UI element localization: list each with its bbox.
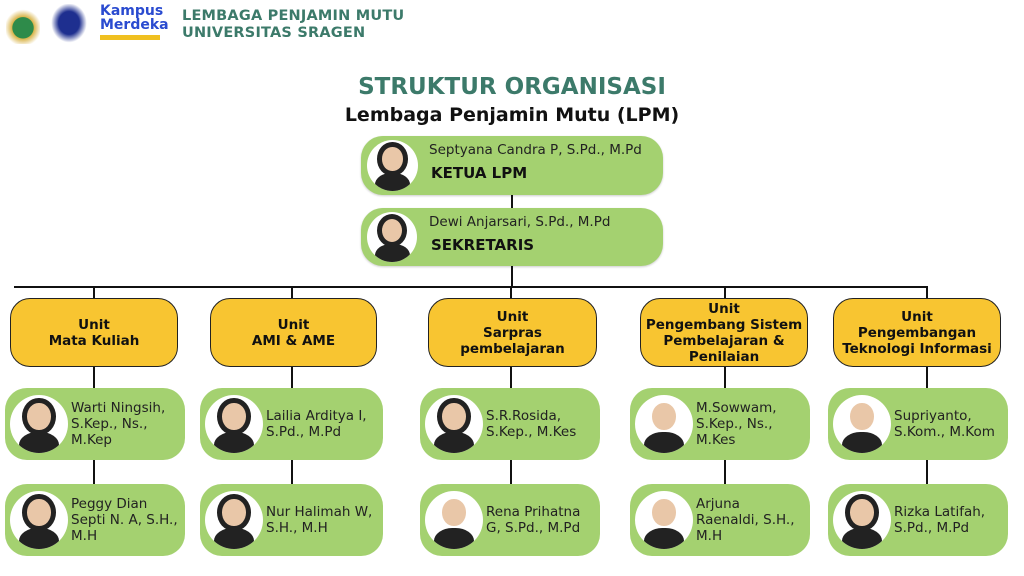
university-logo (6, 8, 40, 44)
connector (511, 195, 513, 209)
member-box: Warti Ningsih, S.Kep., Ns., M.Kep (5, 388, 185, 460)
avatar (833, 491, 891, 549)
leader-role: SEKRETARIS (431, 236, 535, 254)
connector (14, 286, 928, 288)
member-name: Warti Ningsih, S.Kep., Ns., M.Kep (71, 400, 166, 448)
avatar (367, 212, 417, 262)
unit-label: Unit (708, 300, 740, 317)
member-name: M.Sowwam, S.Kep., Ns., M.Kes (696, 400, 777, 448)
unit-name: Pengembangan Teknologi Informasi (842, 324, 992, 357)
unit-label: Unit (277, 316, 310, 333)
member-box: Peggy Dian Septi N. A, S.H., M.H (5, 484, 185, 556)
connector (291, 287, 293, 298)
avatar (425, 491, 483, 549)
member-box: Nur Halimah W, S.H., M.H (200, 484, 383, 556)
member-box: Supriyanto, S.Kom., M.Kom (828, 388, 1008, 460)
avatar (833, 395, 891, 453)
member-name: Rizka Latifah, S.Pd., M.Pd (894, 504, 986, 536)
unit-label: Unit (901, 308, 933, 325)
member-box: Rena Prihatna G, S.Pd., M.Pd (420, 484, 600, 556)
member-name: Arjuna Raenaldi, S.H., M.H (696, 496, 795, 544)
avatar (205, 491, 263, 549)
unit-name: AMI & AME (251, 332, 336, 349)
member-box: Rizka Latifah, S.Pd., M.Pd (828, 484, 1008, 556)
ristekdikti-logo (48, 4, 90, 46)
member-name: Rena Prihatna G, S.Pd., M.Pd (486, 504, 581, 536)
avatar (367, 140, 418, 191)
member-name: Peggy Dian Septi N. A, S.H., M.H (71, 496, 178, 544)
connector (724, 287, 726, 298)
leader-name: Septyana Candra P, S.Pd., M.Pd (429, 142, 642, 158)
leader-box-sekretaris: Dewi Anjarsari, S.Pd., M.Pd SEKRETARIS (361, 208, 663, 266)
connector (926, 287, 928, 298)
member-box: Arjuna Raenaldi, S.H., M.H (630, 484, 810, 556)
member-name: Nur Halimah W, S.H., M.H (266, 504, 373, 536)
avatar (10, 491, 68, 549)
avatar (205, 395, 263, 453)
member-box: M.Sowwam, S.Kep., Ns., M.Kes (630, 388, 810, 460)
leader-box-ketua: Septyana Candra P, S.Pd., M.Pd KETUA LPM (361, 136, 663, 195)
connector (510, 287, 512, 298)
connector (511, 266, 513, 288)
unit-name: Sarpras pembelajaran (460, 324, 565, 357)
unit-label: Unit (78, 316, 110, 333)
unit-label: Unit (496, 308, 529, 325)
leader-role: KETUA LPM (431, 164, 528, 182)
avatar (635, 491, 693, 549)
connector (93, 287, 95, 298)
unit-name: Mata Kuliah (48, 332, 140, 349)
unit-name: Pengembang Sistem Pembelajaran & Penilai… (645, 316, 803, 365)
header-line2: UNIVERSITAS SRAGEN (182, 25, 366, 41)
avatar (10, 395, 68, 453)
page-subtitle: Lembaga Penjamin Mutu (LPM) (344, 104, 680, 126)
avatar (635, 395, 693, 453)
header-line1: LEMBAGA PENJAMIN MUTU (182, 8, 405, 24)
leader-name: Dewi Anjarsari, S.Pd., M.Pd (429, 214, 611, 230)
member-box: Lailia Arditya I, S.Pd., M.Pd (200, 388, 383, 460)
member-box: S.R.Rosida, S.Kep., M.Kes (420, 388, 600, 460)
member-name: Supriyanto, S.Kom., M.Kom (894, 408, 995, 440)
member-name: Lailia Arditya I, S.Pd., M.Pd (266, 408, 367, 440)
page-title: STRUKTUR ORGANISASI (358, 74, 666, 100)
avatar (425, 395, 483, 453)
member-name: S.R.Rosida, S.Kep., M.Kes (486, 408, 577, 440)
